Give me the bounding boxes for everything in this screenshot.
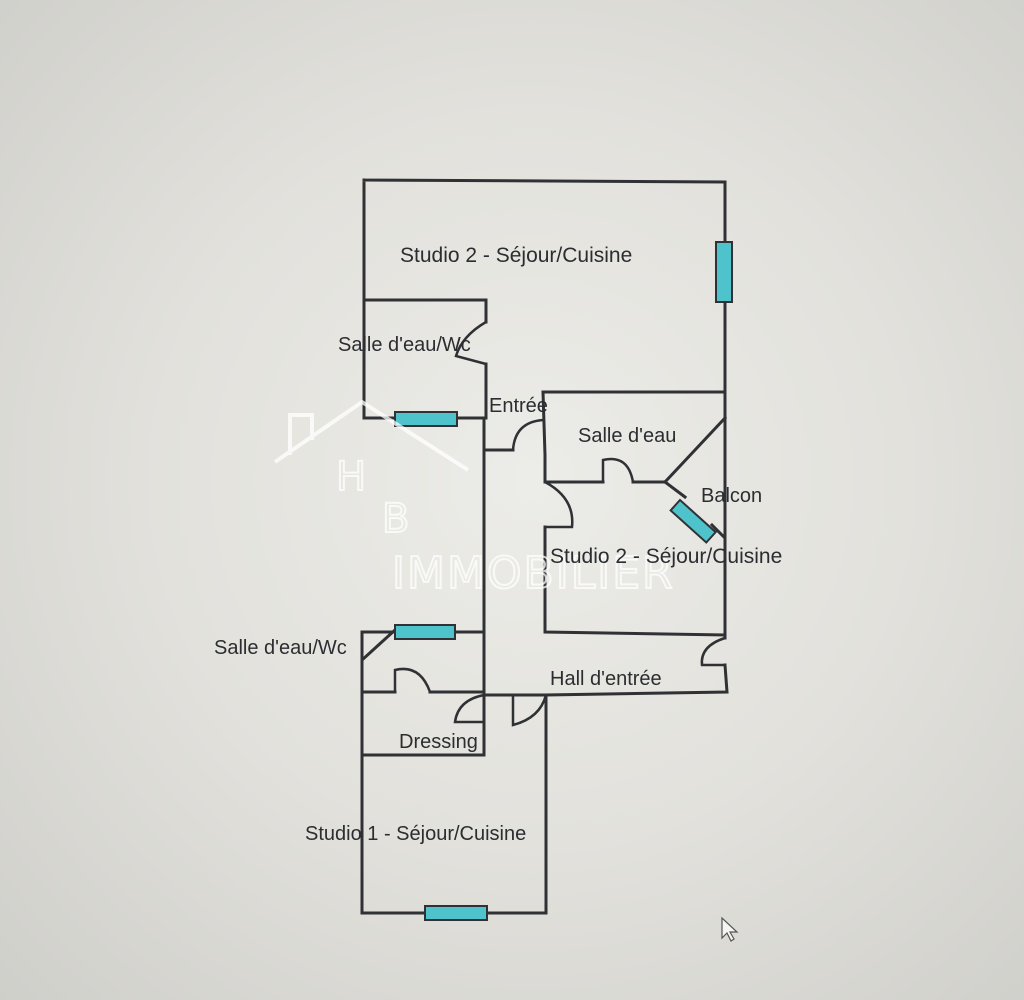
mouse-cursor-icon — [721, 916, 739, 942]
windows — [394, 241, 733, 921]
watermark: H B IMMOBILIER — [273, 399, 675, 600]
room-labels: Studio 2 - Séjour/Cuisine Salle d'eau/Wc… — [214, 244, 782, 845]
door-dressing — [453, 693, 485, 724]
door-studio1 — [511, 694, 548, 727]
door-top-bathroom — [454, 320, 487, 366]
label-salle-eau-mid: Salle d'eau — [578, 425, 676, 447]
window-right-top — [715, 241, 733, 303]
door-salle-eau — [601, 457, 635, 483]
label-salle-eau-wc-left: Salle d'eau/Wc — [214, 637, 347, 659]
label-entree: Entrée — [489, 395, 548, 417]
label-studio2-mid: Studio 2 - Séjour/Cuisine — [550, 545, 782, 568]
label-salle-eau-wc-top: Salle d'eau/Wc — [338, 334, 471, 356]
wall-balcony-diagonal — [662, 390, 728, 542]
wall-hall-bottom-left — [360, 690, 486, 757]
window-top-bathroom — [394, 411, 458, 427]
door-studio2-mid — [544, 480, 574, 529]
window-studio1 — [424, 905, 488, 921]
label-balcon: Balcon — [701, 485, 762, 507]
watermark-letter-b: B — [382, 496, 409, 542]
label-studio1: Studio 1 - Séjour/Cuisine — [305, 823, 526, 845]
label-hall: Hall d'entrée — [550, 668, 662, 690]
window-balcony — [669, 498, 718, 544]
doors — [393, 320, 726, 727]
house-roof-icon — [273, 399, 470, 472]
door-hall-right — [700, 636, 726, 667]
watermark-text: IMMOBILIER — [392, 548, 675, 599]
label-dressing: Dressing — [399, 731, 478, 753]
wall-top-bathroom — [362, 298, 488, 420]
label-studio2-top: Studio 2 - Séjour/Cuisine — [400, 244, 632, 267]
watermark-letter-h: H — [336, 454, 366, 500]
window-left-bathroom — [394, 624, 456, 640]
door-bathroom-left — [393, 667, 432, 693]
door-entree — [511, 418, 544, 451]
